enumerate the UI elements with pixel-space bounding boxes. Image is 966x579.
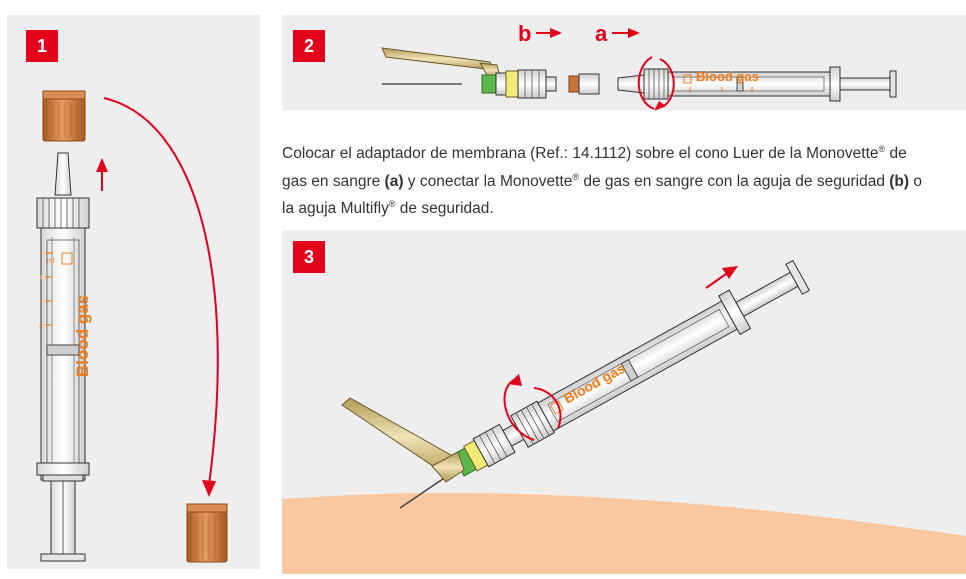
arrow-b-label: b xyxy=(518,21,531,46)
registered-mark: ® xyxy=(572,171,580,182)
cap-icon xyxy=(42,90,86,142)
registered-mark: ® xyxy=(388,199,396,210)
caption-text-6: de seguridad. xyxy=(395,200,494,218)
arrow-right-icon xyxy=(705,266,738,289)
syringe-horizontal-icon xyxy=(617,66,897,102)
cap-icon xyxy=(186,503,228,563)
syringe-label: Blood gas xyxy=(696,69,759,84)
scale-1-label: 1 xyxy=(39,275,43,282)
arrow-right-icon xyxy=(536,28,562,38)
skin-area xyxy=(282,493,966,574)
rotation-arrow-icon xyxy=(637,56,675,111)
registered-mark: ® xyxy=(878,144,886,154)
safety-needle-icon xyxy=(381,47,557,99)
syringe-vertical-illustration: ml 1 2 Blood gas xyxy=(36,90,228,563)
step-1-badge: 1 xyxy=(26,30,58,62)
syringe-with-needle-icon: Blood gas xyxy=(451,259,811,477)
step-3-badge: 3 xyxy=(293,241,325,273)
step-1-panel: 1 xyxy=(7,15,260,569)
step-3-panel: 3 xyxy=(282,230,966,574)
assembly-illustration: b a xyxy=(381,21,897,111)
caption-text-2: de gas en sangre xyxy=(282,145,907,190)
caption-bold-b: (b) xyxy=(889,172,910,190)
caption-text-3: y conectar la Monovette xyxy=(403,172,573,190)
arrow-up-icon xyxy=(96,158,108,191)
step-2-caption: Colocar el adaptador de membrana (Ref.: … xyxy=(282,138,932,221)
caption-text-4: de gas en sangre con la aguja de segurid… xyxy=(579,172,890,190)
arrow-a-label: a xyxy=(595,21,608,46)
caption-bold-a: (a) xyxy=(384,172,404,190)
step-2-panel: 2 b a xyxy=(282,15,966,111)
step-2-badge: 2 xyxy=(293,30,325,62)
scale-2-label: 2 xyxy=(39,323,43,330)
caption-text-5: o la aguja Multifly xyxy=(282,172,922,218)
caption-text-1: Colocar el adaptador de membrana (Ref.: … xyxy=(282,145,879,163)
scale-ml-label: ml xyxy=(47,258,55,265)
curved-arrow-icon xyxy=(103,97,219,497)
puncture-illustration: Blood gas xyxy=(282,259,966,574)
rotation-arrow-icon xyxy=(503,374,562,441)
syringe-label: Blood gas xyxy=(73,295,92,377)
membrane-adapter-icon xyxy=(568,73,600,95)
arrow-right-icon xyxy=(612,28,640,38)
